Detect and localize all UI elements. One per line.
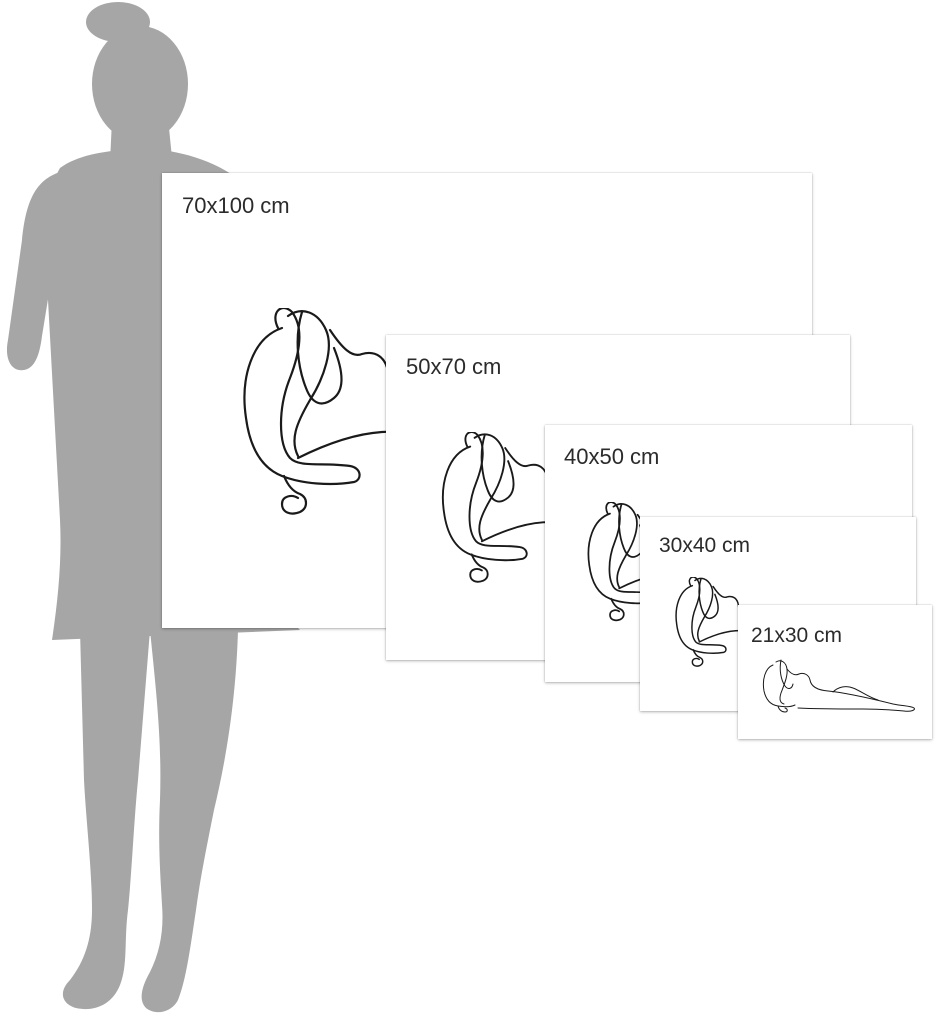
poster-size-label: 70x100 cm [182, 193, 290, 218]
poster-size-label: 21x30 cm [751, 624, 843, 647]
poster-21x30: 21x30 cm [738, 605, 932, 739]
line-art-figure [762, 659, 915, 713]
poster-size-label: 50x70 cm [406, 354, 502, 379]
poster-size-label: 30x40 cm [659, 534, 751, 557]
poster-size-label: 40x50 cm [564, 444, 660, 469]
